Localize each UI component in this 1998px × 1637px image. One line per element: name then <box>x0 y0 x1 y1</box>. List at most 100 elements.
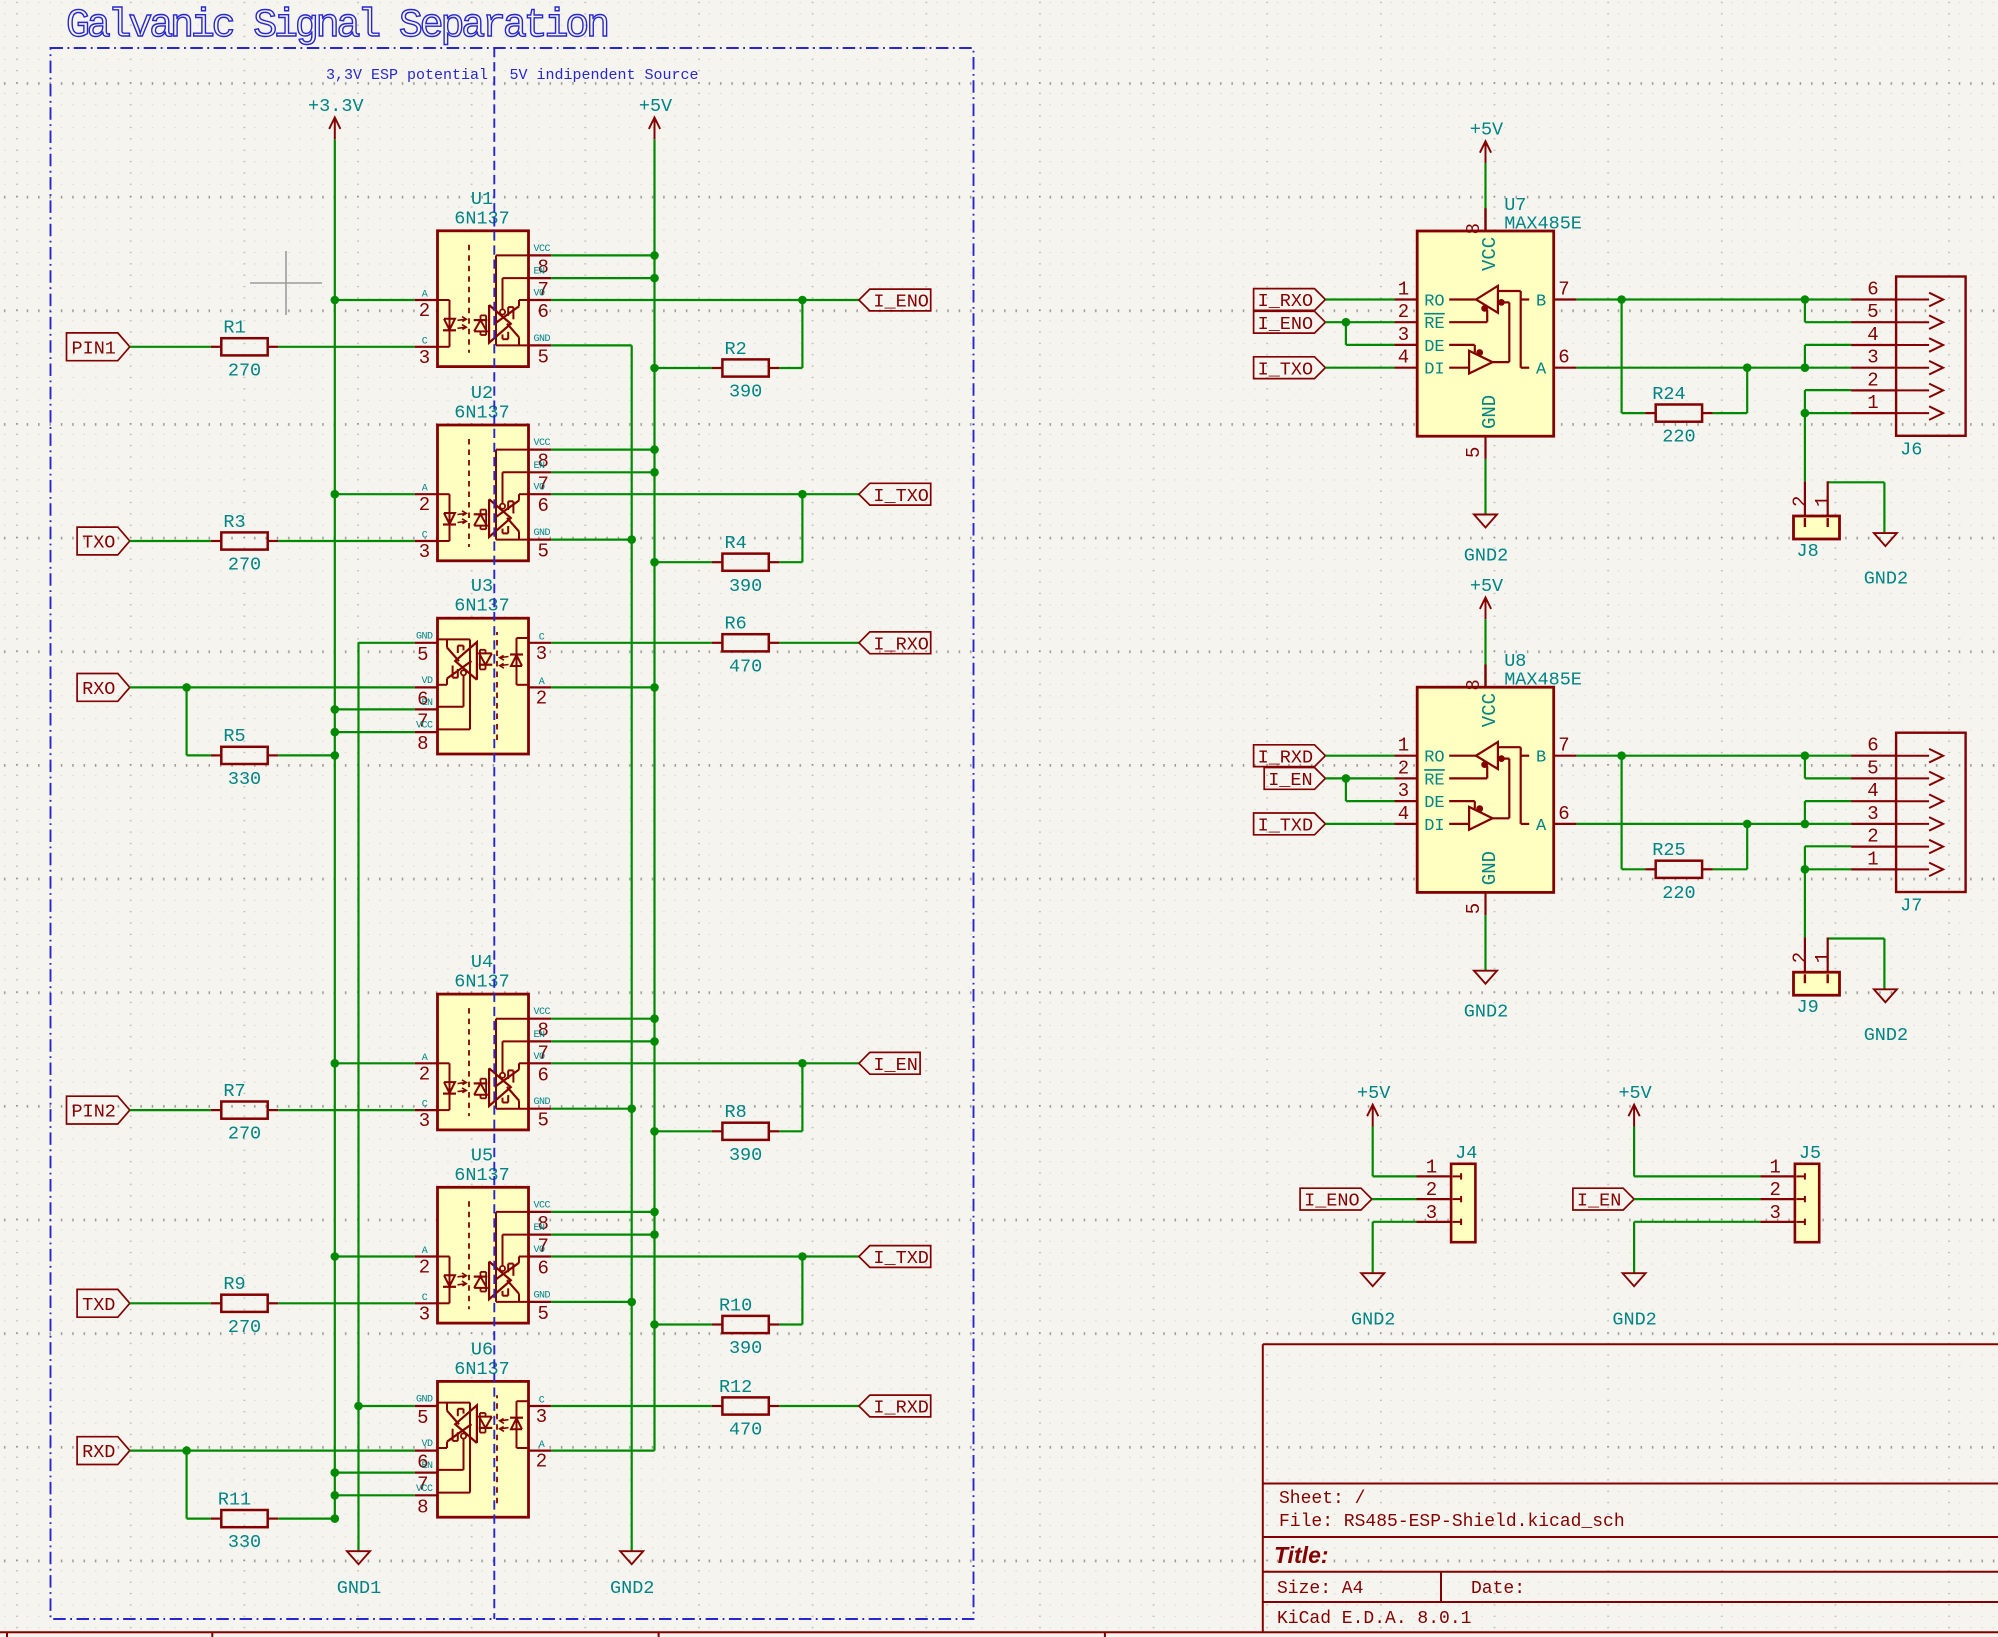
svg-text:4: 4 <box>1867 780 1878 802</box>
svg-text:I_RXO: I_RXO <box>1258 291 1314 312</box>
svg-text:2: 2 <box>419 1063 430 1085</box>
svg-text:+5V: +5V <box>1618 1083 1651 1104</box>
svg-text:I_ENO: I_ENO <box>1258 314 1314 335</box>
svg-text:PIN2: PIN2 <box>72 1102 116 1123</box>
svg-text:5: 5 <box>538 346 549 368</box>
svg-text:390: 390 <box>729 1145 762 1166</box>
svg-text:6: 6 <box>1558 347 1569 369</box>
svg-text:R1: R1 <box>223 318 245 339</box>
svg-text:+5V: +5V <box>639 96 672 117</box>
svg-text:390: 390 <box>729 382 762 403</box>
svg-text:I_RXD: I_RXD <box>1258 747 1314 768</box>
svg-text:U1: U1 <box>471 189 493 210</box>
svg-text:J9: J9 <box>1797 997 1819 1018</box>
svg-text:File: RS485-ESP-Shield.kicad_s: File: RS485-ESP-Shield.kicad_sch <box>1279 1512 1625 1532</box>
svg-text:GND2: GND2 <box>1464 546 1508 567</box>
svg-text:3: 3 <box>1398 324 1409 346</box>
svg-text:GND2: GND2 <box>610 1578 654 1599</box>
svg-text:2: 2 <box>536 687 547 709</box>
svg-text:VO: VO <box>534 289 546 300</box>
svg-text:3: 3 <box>1426 1202 1437 1224</box>
svg-text:7: 7 <box>417 710 428 732</box>
svg-text:8: 8 <box>538 256 549 278</box>
svg-text:6: 6 <box>1867 279 1878 301</box>
svg-text:Title:: Title: <box>1274 1542 1329 1568</box>
svg-text:RXO: RXO <box>82 679 115 700</box>
svg-text:5: 5 <box>1867 301 1878 323</box>
svg-text:C: C <box>422 1293 428 1304</box>
svg-text:R2: R2 <box>724 339 746 360</box>
svg-text:+3.3V: +3.3V <box>308 96 364 117</box>
svg-text:R24: R24 <box>1652 384 1685 405</box>
svg-text:DE: DE <box>1424 338 1444 357</box>
svg-text:I_ENO: I_ENO <box>1304 1191 1360 1212</box>
svg-text:2: 2 <box>1867 826 1878 848</box>
svg-text:1: 1 <box>1398 279 1409 301</box>
svg-text:470: 470 <box>729 656 762 677</box>
svg-text:270: 270 <box>228 360 261 381</box>
svg-text:I_EN: I_EN <box>1268 770 1312 791</box>
svg-text:2: 2 <box>1867 369 1878 391</box>
svg-text:I_RXD: I_RXD <box>873 1398 929 1419</box>
svg-text:1: 1 <box>1867 848 1878 870</box>
svg-text:GND2: GND2 <box>1864 1025 1908 1046</box>
svg-text:RE: RE <box>1424 315 1444 334</box>
svg-text:GND: GND <box>1479 395 1501 429</box>
svg-text:8: 8 <box>1463 223 1485 234</box>
svg-text:2: 2 <box>1398 301 1409 323</box>
svg-text:U7: U7 <box>1504 195 1526 216</box>
svg-text:C: C <box>422 1100 428 1111</box>
svg-text:4: 4 <box>1867 324 1878 346</box>
svg-text:+5V: +5V <box>1470 576 1503 597</box>
svg-text:TXO: TXO <box>82 533 115 554</box>
svg-text:EN: EN <box>534 461 546 472</box>
svg-text:6: 6 <box>538 1258 549 1280</box>
svg-text:6: 6 <box>1867 735 1878 757</box>
svg-text:2: 2 <box>419 300 430 322</box>
svg-text:A: A <box>422 1246 428 1257</box>
svg-text:R4: R4 <box>724 533 746 554</box>
svg-text:7: 7 <box>538 473 549 495</box>
svg-text:R11: R11 <box>218 1489 251 1510</box>
svg-text:2: 2 <box>419 1257 430 1279</box>
svg-text:GND: GND <box>416 1395 433 1406</box>
svg-text:5: 5 <box>1463 903 1485 914</box>
svg-text:5: 5 <box>538 1110 549 1132</box>
svg-text:6: 6 <box>538 301 549 323</box>
svg-text:RE: RE <box>1424 771 1444 790</box>
svg-text:270: 270 <box>228 1124 261 1145</box>
svg-text:6: 6 <box>538 1064 549 1086</box>
svg-text:Date:: Date: <box>1471 1579 1525 1599</box>
svg-text:5: 5 <box>1867 757 1878 779</box>
svg-text:270: 270 <box>228 555 261 576</box>
svg-text:DI: DI <box>1424 361 1444 380</box>
svg-text:VCC: VCC <box>416 721 433 732</box>
svg-text:U6: U6 <box>471 1339 493 1360</box>
svg-text:3: 3 <box>536 643 547 665</box>
svg-text:A: A <box>539 677 545 688</box>
svg-text:GND: GND <box>534 1097 551 1108</box>
svg-text:RO: RO <box>1424 293 1444 312</box>
svg-text:6N137: 6N137 <box>454 403 510 424</box>
svg-text:1: 1 <box>1398 735 1409 757</box>
svg-text:I_RXO: I_RXO <box>873 634 929 655</box>
svg-text:EN: EN <box>534 267 546 278</box>
svg-text:GND: GND <box>534 528 551 539</box>
svg-text:5V indipendent Source: 5V indipendent Source <box>509 67 698 84</box>
svg-text:R10: R10 <box>719 1295 752 1316</box>
svg-text:Galvanic Signal Separation: Galvanic Signal Separation <box>66 4 607 49</box>
svg-text:R5: R5 <box>223 726 245 747</box>
svg-text:VCC: VCC <box>534 438 551 449</box>
svg-text:J5: J5 <box>1799 1143 1821 1164</box>
svg-text:DI: DI <box>1424 817 1444 836</box>
svg-text:4: 4 <box>1398 803 1409 825</box>
svg-text:KiCad E.D.A. 8.0.1: KiCad E.D.A. 8.0.1 <box>1277 1609 1471 1629</box>
svg-text:U2: U2 <box>471 383 493 404</box>
svg-text:8: 8 <box>417 1496 428 1518</box>
svg-text:A: A <box>1536 361 1547 380</box>
svg-text:4: 4 <box>1398 347 1409 369</box>
svg-text:8: 8 <box>538 1020 549 1042</box>
svg-text:R25: R25 <box>1652 840 1685 861</box>
svg-text:3: 3 <box>419 541 430 563</box>
svg-text:5: 5 <box>417 644 428 666</box>
